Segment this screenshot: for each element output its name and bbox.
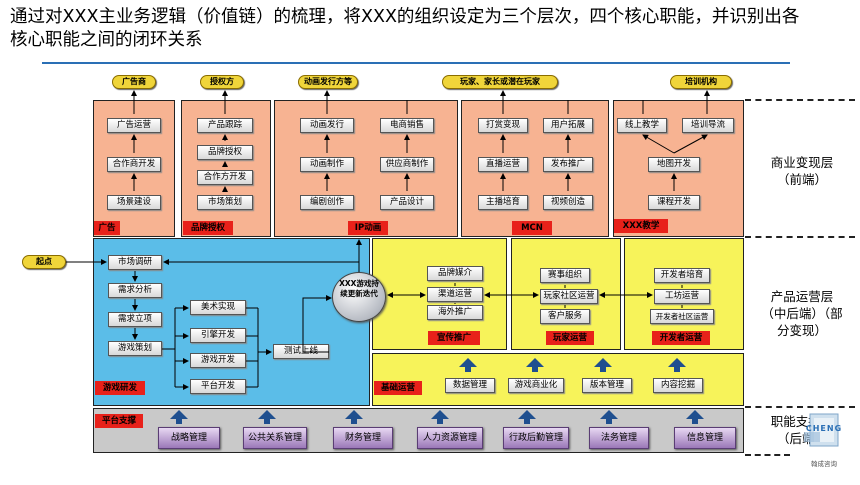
edu-online-box: 线上教学 xyxy=(617,118,667,133)
target-licensor: 授权方 xyxy=(200,75,244,89)
edu-label: XXX教学 xyxy=(614,219,668,233)
overseas-promo-box: 海外推广 xyxy=(427,305,483,320)
requirement-approval-box: 需求立项 xyxy=(108,312,162,327)
ad-partner-dev-box: 合作商开发 xyxy=(107,157,161,172)
ip-production-box: 动画制作 xyxy=(300,157,354,172)
data-mgmt-box: 数据管理 xyxy=(445,378,495,393)
workshop-ops-box: 工坊运营 xyxy=(654,289,710,304)
ad-ops-box: 广告运营 xyxy=(107,118,161,133)
commerce-layer-label: 商业变现层（前端） xyxy=(752,154,852,188)
admin-mgmt-box: 行政后勤管理 xyxy=(503,427,569,449)
mcn-video-box: 视频创造 xyxy=(543,195,593,210)
ip-label: IP动画 xyxy=(348,221,388,235)
channel-ops-box: 渠道运营 xyxy=(427,287,483,302)
platform-dev-box: 平台开发 xyxy=(190,379,246,394)
monetization-box: 游戏商业化 xyxy=(508,378,564,393)
brand-partner-box: 合作方开发 xyxy=(197,170,253,185)
content-mining-box: 内容挖掘 xyxy=(653,378,703,393)
ip-ecommerce-box: 电商销售 xyxy=(380,118,434,133)
ip-release-box: 动画发行 xyxy=(300,118,354,133)
hub-circle xyxy=(332,272,386,322)
base-ops-label: 基础运营 xyxy=(374,381,422,395)
target-distributor: 动画发行方等 xyxy=(298,75,358,89)
art-box: 美术实现 xyxy=(190,300,246,315)
ip-product-design-box: 产品设计 xyxy=(380,195,434,210)
logo-text: CHENG xyxy=(805,424,843,433)
hr-mgmt-box: 人力资源管理 xyxy=(417,427,483,449)
target-advertiser: 广告商 xyxy=(112,75,156,89)
mcn-label: MCN xyxy=(512,221,552,235)
customer-service-box: 客户服务 xyxy=(540,309,590,324)
mcn-publish-box: 发布推广 xyxy=(543,157,593,172)
version-mgmt-box: 版本管理 xyxy=(582,378,632,393)
brand-track-box: 产品跟踪 xyxy=(197,118,253,133)
ip-script-box: 编剧创作 xyxy=(300,195,354,210)
legal-mgmt-box: 法务管理 xyxy=(589,427,649,449)
player-ops-label: 玩家运营 xyxy=(546,331,594,345)
brand-marketing-box: 市场策划 xyxy=(197,195,253,210)
mcn-tipping-box: 打赏变现 xyxy=(478,118,528,133)
brand-license-box: 品牌授权 xyxy=(197,145,253,160)
requirement-analysis-box: 需求分析 xyxy=(108,283,162,298)
product-layer-text: 产品运营层（中后端）（部分变现） xyxy=(761,289,843,338)
hub-text: XXX游戏持续更新迭代 xyxy=(339,279,379,298)
finance-mgmt-box: 财务管理 xyxy=(333,427,393,449)
product-layer-label: 产品运营层（中后端）（部分变现） xyxy=(752,288,852,339)
ad-scene-box: 场景建设 xyxy=(107,195,161,210)
start-oval: 起点 xyxy=(22,255,66,269)
developer-ops-label: 开发者运营 xyxy=(652,331,710,345)
mcn-user-growth-box: 用户拓展 xyxy=(543,118,593,133)
engine-box: 引擎开发 xyxy=(190,328,246,343)
title-divider xyxy=(42,62,790,64)
commerce-layer-text: 商业变现层（前端） xyxy=(770,155,834,187)
page-title: 通过对XXX主业务逻辑（价值链）的梳理，将XXX的组织设定为三个层次，四个核心职… xyxy=(10,7,800,50)
separator-commerce-product xyxy=(745,236,855,238)
game-design-box: 游戏策划 xyxy=(108,341,162,356)
promotion-label: 宣传推广 xyxy=(428,331,480,345)
player-community-box: 玩家社区运营 xyxy=(540,289,598,304)
edu-course-dev-box: 课程开发 xyxy=(648,195,700,210)
market-research-box: 市场调研 xyxy=(108,255,162,270)
game-development-box: 游戏开发 xyxy=(190,353,246,368)
separator-bottom xyxy=(745,454,790,456)
logo-mark-icon xyxy=(804,413,839,447)
ip-supplier-box: 供应商制作 xyxy=(380,157,434,172)
separator-top xyxy=(745,99,855,101)
edu-referral-box: 培训导流 xyxy=(682,118,734,133)
game-dev-label: 游戏研发 xyxy=(95,381,145,395)
target-training: 培训机构 xyxy=(670,75,732,89)
info-mgmt-box: 信息管理 xyxy=(674,427,736,449)
test-launch-box: 测试上线 xyxy=(273,344,329,359)
target-players: 玩家、家长或潜在玩家 xyxy=(442,75,558,89)
edu-map-dev-box: 地图开发 xyxy=(648,157,700,172)
logo-caption: 翰成咨询 xyxy=(811,460,837,468)
brand-label: 品牌授权 xyxy=(183,221,233,235)
mcn-live-ops-box: 直播运营 xyxy=(478,157,528,172)
platform-label: 平台支撑 xyxy=(95,414,143,428)
logo: CHENG 翰成咨询 xyxy=(796,410,852,476)
strategy-mgmt-box: 战略管理 xyxy=(158,427,220,449)
separator-product-support xyxy=(745,406,855,408)
mcn-streamer-box: 主播培育 xyxy=(478,195,528,210)
developer-community-box: 开发者社区运营 xyxy=(650,309,714,324)
public-relations-box: 公共关系管理 xyxy=(243,427,307,449)
ad-label: 广告 xyxy=(94,221,120,235)
developer-training-box: 开发者培育 xyxy=(654,268,710,283)
brand-media-box: 品牌媒介 xyxy=(427,266,483,281)
esports-box: 赛事组织 xyxy=(540,268,590,283)
